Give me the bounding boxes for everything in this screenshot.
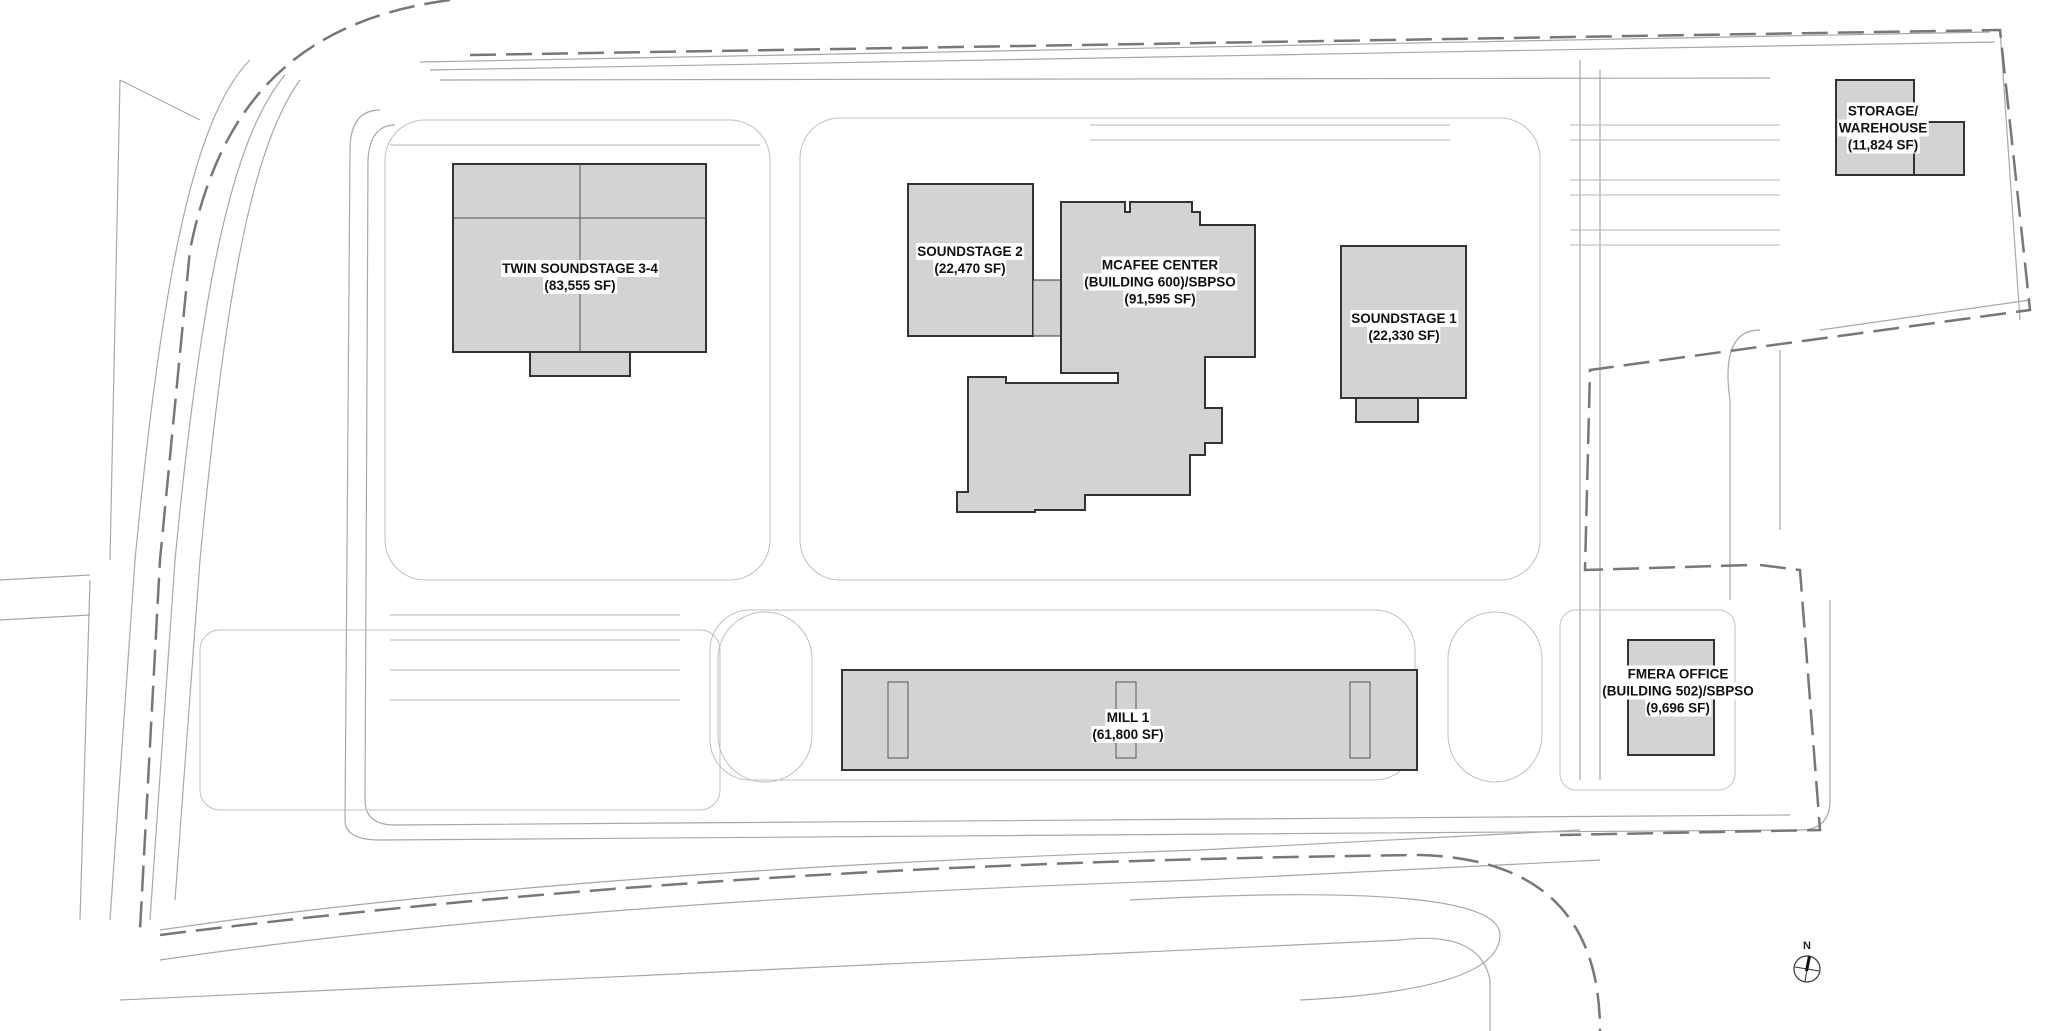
building-name: STORAGE/ bbox=[1846, 102, 1920, 120]
building-name: MCAFEE CENTER bbox=[1100, 256, 1220, 274]
storage-warehouse-label: STORAGE/ WAREHOUSE (11,824 SF) bbox=[1837, 102, 1929, 154]
building-name: SOUNDSTAGE 2 bbox=[916, 243, 1024, 260]
twin-soundstage-label: TWIN SOUNDSTAGE 3-4 (83,555 SF) bbox=[501, 260, 659, 294]
building-area: (9,696 SF) bbox=[1645, 699, 1711, 717]
mcafee-center-label: MCAFEE CENTER (BUILDING 600)/SBPSO (91,5… bbox=[1083, 256, 1237, 308]
soundstage-2-label: SOUNDSTAGE 2 (22,470 SF) bbox=[916, 243, 1024, 277]
building-area: (61,800 SF) bbox=[1091, 726, 1165, 743]
building-name: FMERA OFFICE bbox=[1626, 665, 1730, 683]
building-subtitle: (BUILDING 600)/SBPSO bbox=[1083, 273, 1237, 291]
building-area: (91,595 SF) bbox=[1123, 290, 1197, 308]
soundstage-1-label: SOUNDSTAGE 1 (22,330 SF) bbox=[1350, 310, 1458, 344]
building-name: SOUNDSTAGE 1 bbox=[1350, 310, 1458, 327]
building-name: TWIN SOUNDSTAGE 3-4 bbox=[501, 260, 659, 277]
north-label: N bbox=[1803, 940, 1811, 952]
building-subtitle: (BUILDING 502)/SBPSO bbox=[1601, 682, 1755, 700]
building-area: (22,330 SF) bbox=[1367, 327, 1441, 344]
mill-1-label: MILL 1 (61,800 SF) bbox=[1091, 709, 1165, 743]
building-area: (83,555 SF) bbox=[543, 277, 617, 294]
building-name: MILL 1 bbox=[1105, 709, 1151, 726]
building-area: (11,824 SF) bbox=[1846, 136, 1920, 154]
building-area: (22,470 SF) bbox=[933, 260, 1007, 277]
north-arrow: N bbox=[1790, 940, 1824, 984]
building-subtitle: WAREHOUSE bbox=[1837, 119, 1929, 137]
compass-icon bbox=[1793, 955, 1821, 983]
fmera-office-label: FMERA OFFICE (BUILDING 502)/SBPSO (9,696… bbox=[1601, 665, 1755, 717]
